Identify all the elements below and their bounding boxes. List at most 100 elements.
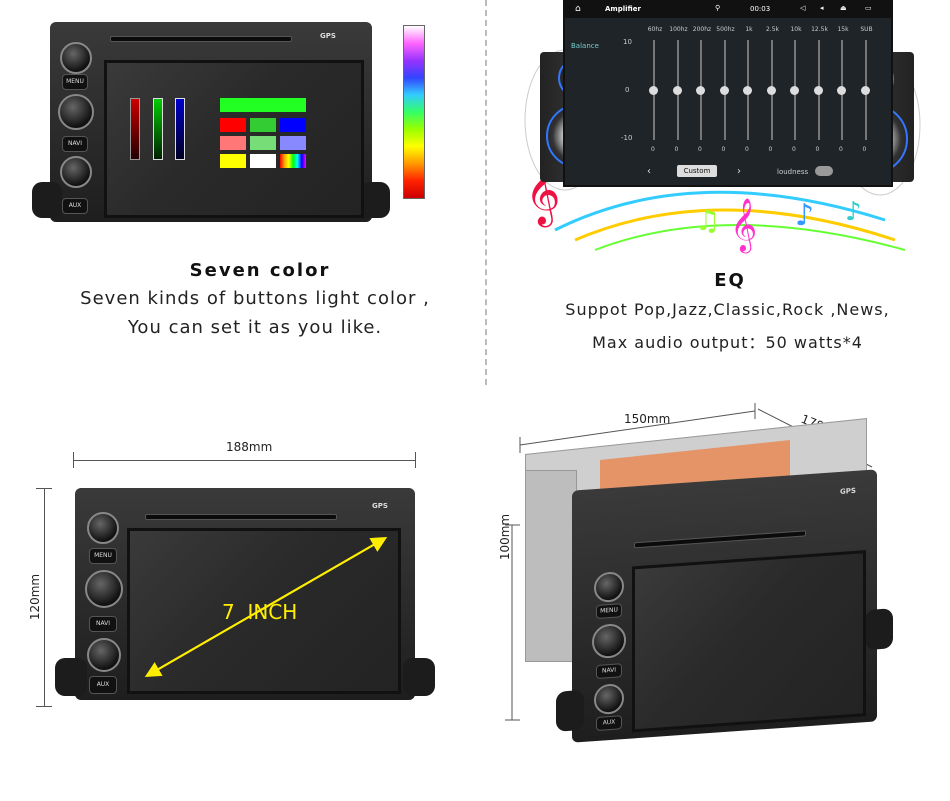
- eq-band-label: 60hz: [647, 26, 663, 33]
- home-icon[interactable]: ⌂: [575, 4, 581, 14]
- back-icon[interactable]: ◁: [800, 4, 806, 12]
- location-icon: ⚲: [715, 4, 721, 12]
- green-bar: [153, 98, 163, 160]
- aux-button[interactable]: AUX: [62, 198, 88, 214]
- eq-side-label: Balance: [571, 42, 599, 50]
- menu-button[interactable]: MENU: [596, 603, 622, 619]
- eq-band-thumb[interactable]: [672, 86, 682, 95]
- power-volume-knob[interactable]: [592, 622, 626, 660]
- prev-preset-icon[interactable]: ‹: [647, 166, 651, 177]
- svg-text:♪: ♪: [795, 198, 814, 233]
- eq-band-value: 0: [698, 146, 702, 153]
- swatch-lightblue: [280, 136, 306, 150]
- swatch-yellow: [220, 154, 246, 168]
- green-swatch-wide: [220, 98, 306, 112]
- head-unit-front-large: GPS MENU NAVI AUX: [55, 488, 435, 700]
- eq-band-thumb[interactable]: [860, 86, 870, 95]
- eq-time: 00:03: [750, 5, 771, 13]
- eq-line1: Suppot Pop,Jazz,Classic,Rock ,News,: [565, 300, 890, 319]
- aux-button[interactable]: AUX: [89, 676, 117, 694]
- 3d-width-label: 150mm: [624, 412, 671, 426]
- power-volume-knob[interactable]: [58, 94, 94, 130]
- loudness-label: loudness: [777, 168, 809, 176]
- eq-band-value: 0: [745, 146, 749, 153]
- svg-text:♫: ♫: [695, 204, 720, 237]
- front-width-label: 188mm: [226, 440, 273, 454]
- gps-label: GPS: [320, 32, 336, 40]
- front-height-label: 120mm: [28, 573, 42, 621]
- navi-button[interactable]: NAVI: [89, 616, 117, 632]
- eq-band-label: SUB: [860, 26, 873, 33]
- eq-band-thumb[interactable]: [813, 86, 823, 95]
- svg-text:♪: ♪: [845, 197, 862, 227]
- eq-band-thumb[interactable]: [790, 86, 799, 95]
- display-screen: [632, 550, 866, 733]
- eq-band-value: 0: [674, 146, 679, 153]
- aux-button[interactable]: AUX: [596, 715, 622, 731]
- eq-band-thumb[interactable]: [837, 86, 846, 95]
- eq-scale-bottom: -10: [621, 134, 633, 142]
- loudness-toggle[interactable]: [815, 166, 833, 176]
- eq-band-label: 100hz: [669, 26, 688, 33]
- eq-title: EQ: [714, 270, 746, 291]
- swatch-blue: [280, 118, 306, 132]
- screen-size-label: 7 INCH: [222, 600, 298, 624]
- eq-band-label: 500hz: [716, 26, 735, 33]
- rainbow-gradient-bar: [403, 25, 425, 199]
- width-dim-tick-left: [73, 452, 74, 468]
- eq-band-thumb[interactable]: [766, 86, 776, 95]
- eq-band-label: 15k: [837, 26, 849, 33]
- eq-line2: Max audio output：50 watts*4: [592, 333, 863, 352]
- svg-text:𝄞: 𝄞: [730, 197, 757, 253]
- seek-knob[interactable]: [87, 638, 121, 672]
- diagonal-arrow: [144, 536, 388, 678]
- eq-app-title: Amplifier: [605, 5, 641, 13]
- back-button[interactable]: [60, 42, 92, 74]
- seven-color-title: Seven color: [189, 260, 331, 281]
- navi-button[interactable]: NAVI: [596, 663, 622, 679]
- swatch-rainbow: [280, 154, 306, 168]
- disc-slot: [634, 530, 806, 549]
- eq-band-thumb[interactable]: [696, 86, 705, 95]
- eq-scale-top: 10: [623, 38, 632, 46]
- eq-band-value: 0: [792, 146, 796, 153]
- seek-knob[interactable]: [594, 683, 624, 716]
- menu-button[interactable]: MENU: [89, 548, 117, 564]
- eq-band-value: 0: [839, 146, 843, 153]
- height-dim-tick-bottom: [36, 706, 52, 707]
- eq-scale-mid: 0: [625, 86, 630, 94]
- eq-screen: ⌂ Amplifier ⚲ 00:03 ◁ ◂ ⏏ ▭ Balance 10 0…: [563, 0, 893, 187]
- swatch-green: [250, 118, 276, 132]
- eq-band-thumb[interactable]: [743, 86, 752, 95]
- gps-label: GPS: [840, 486, 856, 496]
- back-button[interactable]: [87, 512, 119, 544]
- eq-preset-button[interactable]: Custom: [677, 165, 717, 177]
- volume-icon[interactable]: ◂: [820, 4, 824, 12]
- height-dim-tick-top: [36, 488, 52, 489]
- navi-button[interactable]: NAVI: [62, 136, 88, 152]
- eject-icon[interactable]: ⏏: [840, 4, 847, 12]
- seven-color-line2: You can set it as you like.: [127, 317, 383, 338]
- eq-band-value: 0: [768, 146, 773, 153]
- power-volume-knob[interactable]: [85, 570, 123, 608]
- eq-band-thumb[interactable]: [649, 86, 658, 95]
- eq-band-value: 0: [651, 146, 655, 153]
- chassis-side: [525, 470, 577, 662]
- eq-band-label: 1k: [745, 26, 753, 33]
- eq-status-bar: ⌂ Amplifier ⚲ 00:03 ◁ ◂ ⏏ ▭: [565, 2, 891, 18]
- red-bar: [130, 98, 140, 160]
- menu-button[interactable]: MENU: [62, 74, 88, 90]
- back-button[interactable]: [594, 571, 624, 604]
- disc-slot: [145, 514, 337, 520]
- seek-knob[interactable]: [60, 156, 92, 188]
- blue-bar: [175, 98, 185, 160]
- width-dim-tick-right: [415, 452, 416, 468]
- next-preset-icon[interactable]: ›: [737, 166, 741, 177]
- eq-band-value: 0: [721, 146, 726, 153]
- head-unit-3d: GPS MENU NAVI AUX: [556, 469, 893, 743]
- head-unit-front-small: GPS MENU NAVI AUX: [32, 22, 390, 222]
- recent-icon[interactable]: ▭: [865, 4, 872, 12]
- eq-band-thumb[interactable]: [719, 86, 729, 95]
- eq-band-label: 10k: [790, 26, 802, 33]
- width-dim-line: [73, 460, 415, 461]
